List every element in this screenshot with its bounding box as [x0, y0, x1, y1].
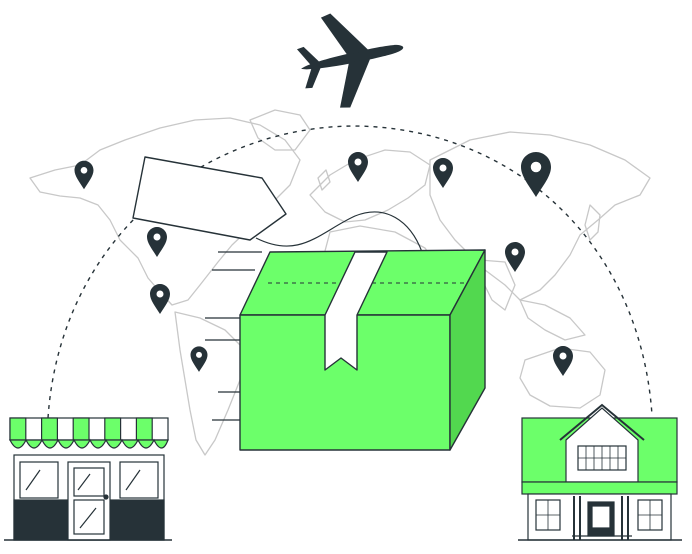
store-window-right — [119, 461, 159, 499]
store-window-left — [19, 461, 59, 499]
storefront-icon — [4, 417, 172, 541]
location-pin-icon — [553, 346, 573, 376]
house-eave — [521, 481, 678, 495]
map-europe — [309, 149, 431, 223]
map-australia — [519, 347, 606, 409]
map-asia — [429, 131, 651, 301]
map-japan — [584, 204, 601, 241]
location-pin-icon — [74, 160, 94, 190]
location-pin-icon — [505, 242, 525, 272]
tag-string — [255, 211, 423, 253]
map-southeast-asia — [519, 299, 586, 341]
location-pin-icon — [147, 227, 167, 257]
location-pin-icon — [150, 284, 170, 314]
box-tape — [324, 251, 388, 371]
speed-lines — [205, 251, 262, 421]
shipping-tag-icon — [132, 156, 423, 253]
location-pin-icon — [433, 158, 453, 188]
location-pins — [74, 152, 573, 376]
map-greenland — [249, 109, 311, 151]
location-pin-icon — [348, 152, 368, 182]
package-box-icon — [239, 249, 486, 451]
map-uk — [317, 169, 331, 191]
store-awning — [9, 417, 169, 449]
airplane-icon — [296, 13, 404, 108]
location-pin-icon — [190, 346, 208, 372]
box-side — [449, 249, 486, 451]
map-south-america — [174, 311, 246, 456]
location-pin-icon — [521, 152, 551, 197]
map-north-america — [29, 117, 301, 306]
house-icon — [518, 403, 682, 541]
